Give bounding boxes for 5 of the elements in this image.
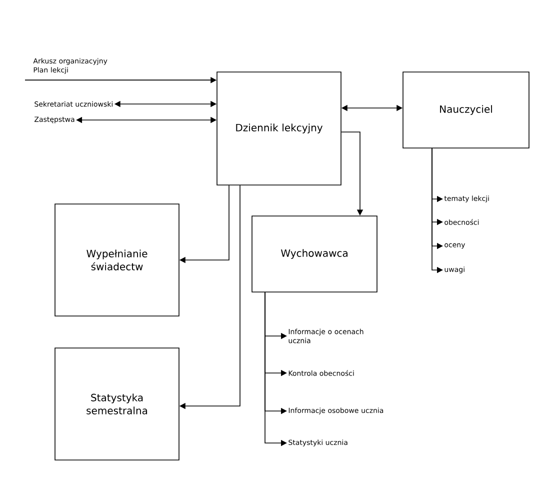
process-box: Statystyka semestralna [54,348,180,460]
process-box: Nauczyciel [402,72,530,148]
process-box: Wypełnianie świadectw [54,204,180,316]
process-box: Dziennik lekcyjny [216,72,342,186]
process-box: Wychowawca [252,216,378,292]
